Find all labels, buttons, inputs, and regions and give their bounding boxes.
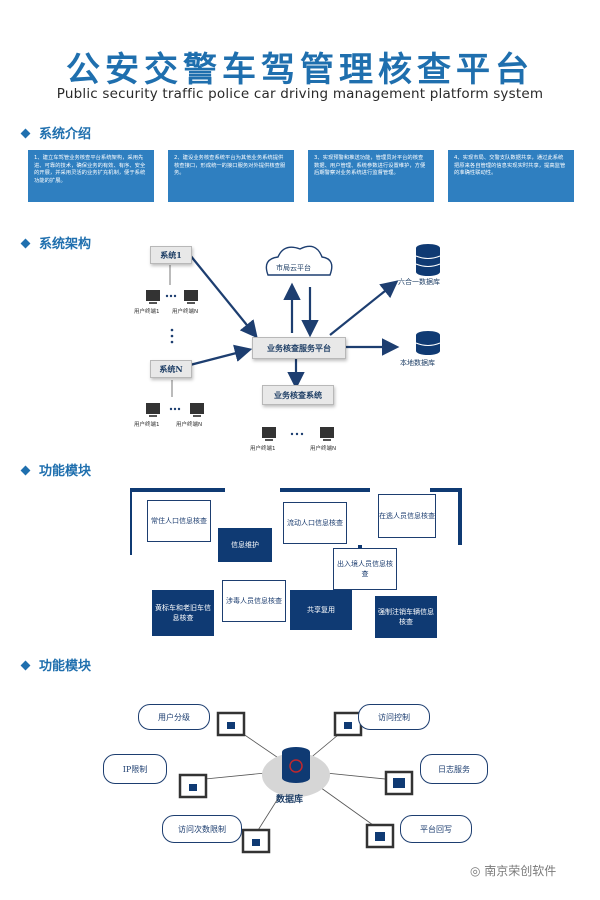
intro-card-3: 3、实现预警和推送功能，管理员对平台的核查数据、用户管理、系统参数进行设置维护，… <box>308 150 434 202</box>
module-floating: 流动人口信息核查 <box>283 502 347 544</box>
cloud-platform-label: 市局云平台 <box>276 264 311 272</box>
systemN-terminals <box>146 328 204 417</box>
module-yellow-car: 黄标车和老旧车信息核查 <box>152 590 214 636</box>
bubble-visit-limit: 访问次数限制 <box>162 815 242 843</box>
bubble-log-service: 日志服务 <box>420 754 488 784</box>
terminal1-label: 用户终端1 <box>134 309 160 315</box>
systemN-box: 系统N <box>150 360 192 378</box>
diamond-bullet-icon <box>20 660 31 671</box>
intro-card-2: 2、建设业务核查系统平台为其他业务系统提供核查接口，形成统一的接口服务对外提供核… <box>168 150 294 202</box>
section-modules1-heading: 功能模块 <box>20 460 91 479</box>
computer-icon-lock-3 <box>178 773 208 799</box>
section-intro-heading: 系统介绍 <box>20 123 91 142</box>
cloud-icon <box>265 245 333 276</box>
module-info-maintain: 信息维护 <box>218 528 272 562</box>
computer-icon-doc <box>365 823 395 849</box>
terminalN-label-bottom: 用户终端N <box>310 446 337 452</box>
module-resident: 常住人口信息核查 <box>147 500 211 542</box>
diamond-bullet-icon <box>20 128 31 139</box>
module-cancelled-vehicle: 强制注销车辆信息核查 <box>375 596 437 638</box>
intro-card-1: 1、建立车驾管业务核查平台系统架构，采用先进、可靠的技术，确保业务的有效、有序、… <box>28 150 154 202</box>
terminalN-label-n: 用户终端N <box>176 422 203 428</box>
db-local-label: 本地数据库 <box>400 359 435 367</box>
computer-icon-lock-4 <box>241 828 271 854</box>
database-icon-six <box>415 244 441 276</box>
database-icon-local <box>415 331 441 355</box>
terminalN-label: 用户终端N <box>172 309 199 315</box>
function-diagram <box>178 711 414 854</box>
diamond-bullet-icon <box>20 465 31 476</box>
module-drug: 涉毒人员信息核查 <box>222 580 286 622</box>
watermark: ◎ 南京荣创软件 <box>470 864 557 878</box>
terminal1-label-bottom: 用户终端1 <box>250 446 276 452</box>
service-platform-box: 业务核查服务平台 <box>252 337 346 359</box>
wechat-icon: ◎ <box>470 864 485 878</box>
bubble-access-control: 访问控制 <box>358 704 430 730</box>
system1-terminals <box>146 265 198 304</box>
database-icon-center <box>282 747 310 783</box>
terminal1-label-n: 用户终端1 <box>134 422 160 428</box>
architecture-arrows <box>189 254 400 390</box>
bubble-user-level: 用户分级 <box>138 704 210 730</box>
section-modules2-heading: 功能模块 <box>20 655 91 674</box>
section-architecture-heading: 系统架构 <box>20 233 91 252</box>
computer-icon-lock-1 <box>216 711 246 737</box>
center-db-label: 数据库 <box>276 795 304 805</box>
check-system-box: 业务核查系统 <box>262 385 334 405</box>
bubble-platform-reply: 平台回写 <box>400 815 472 843</box>
module-share: 共享复用 <box>290 590 352 630</box>
intro-card-4: 4、实现市局、交警支队数据共享，通过此系统把原来各自管理的信息实现实时共享，提高… <box>448 150 574 202</box>
check-system-terminals <box>262 427 334 441</box>
computer-icon-grid <box>384 770 414 796</box>
module-fugitive: 在逃人员信息核查 <box>378 494 436 538</box>
module-exit-entry: 出入境人员信息核查 <box>333 548 397 590</box>
page-title: 公安交警车驾管理核查平台 <box>66 50 534 90</box>
db-six-label: 六合一数据库 <box>398 278 440 286</box>
system1-box: 系统1 <box>150 246 192 264</box>
architecture-diagram <box>146 244 441 441</box>
page-subtitle: Public security traffic police car drivi… <box>56 86 544 102</box>
bubble-ip-limit: IP限制 <box>103 754 167 784</box>
